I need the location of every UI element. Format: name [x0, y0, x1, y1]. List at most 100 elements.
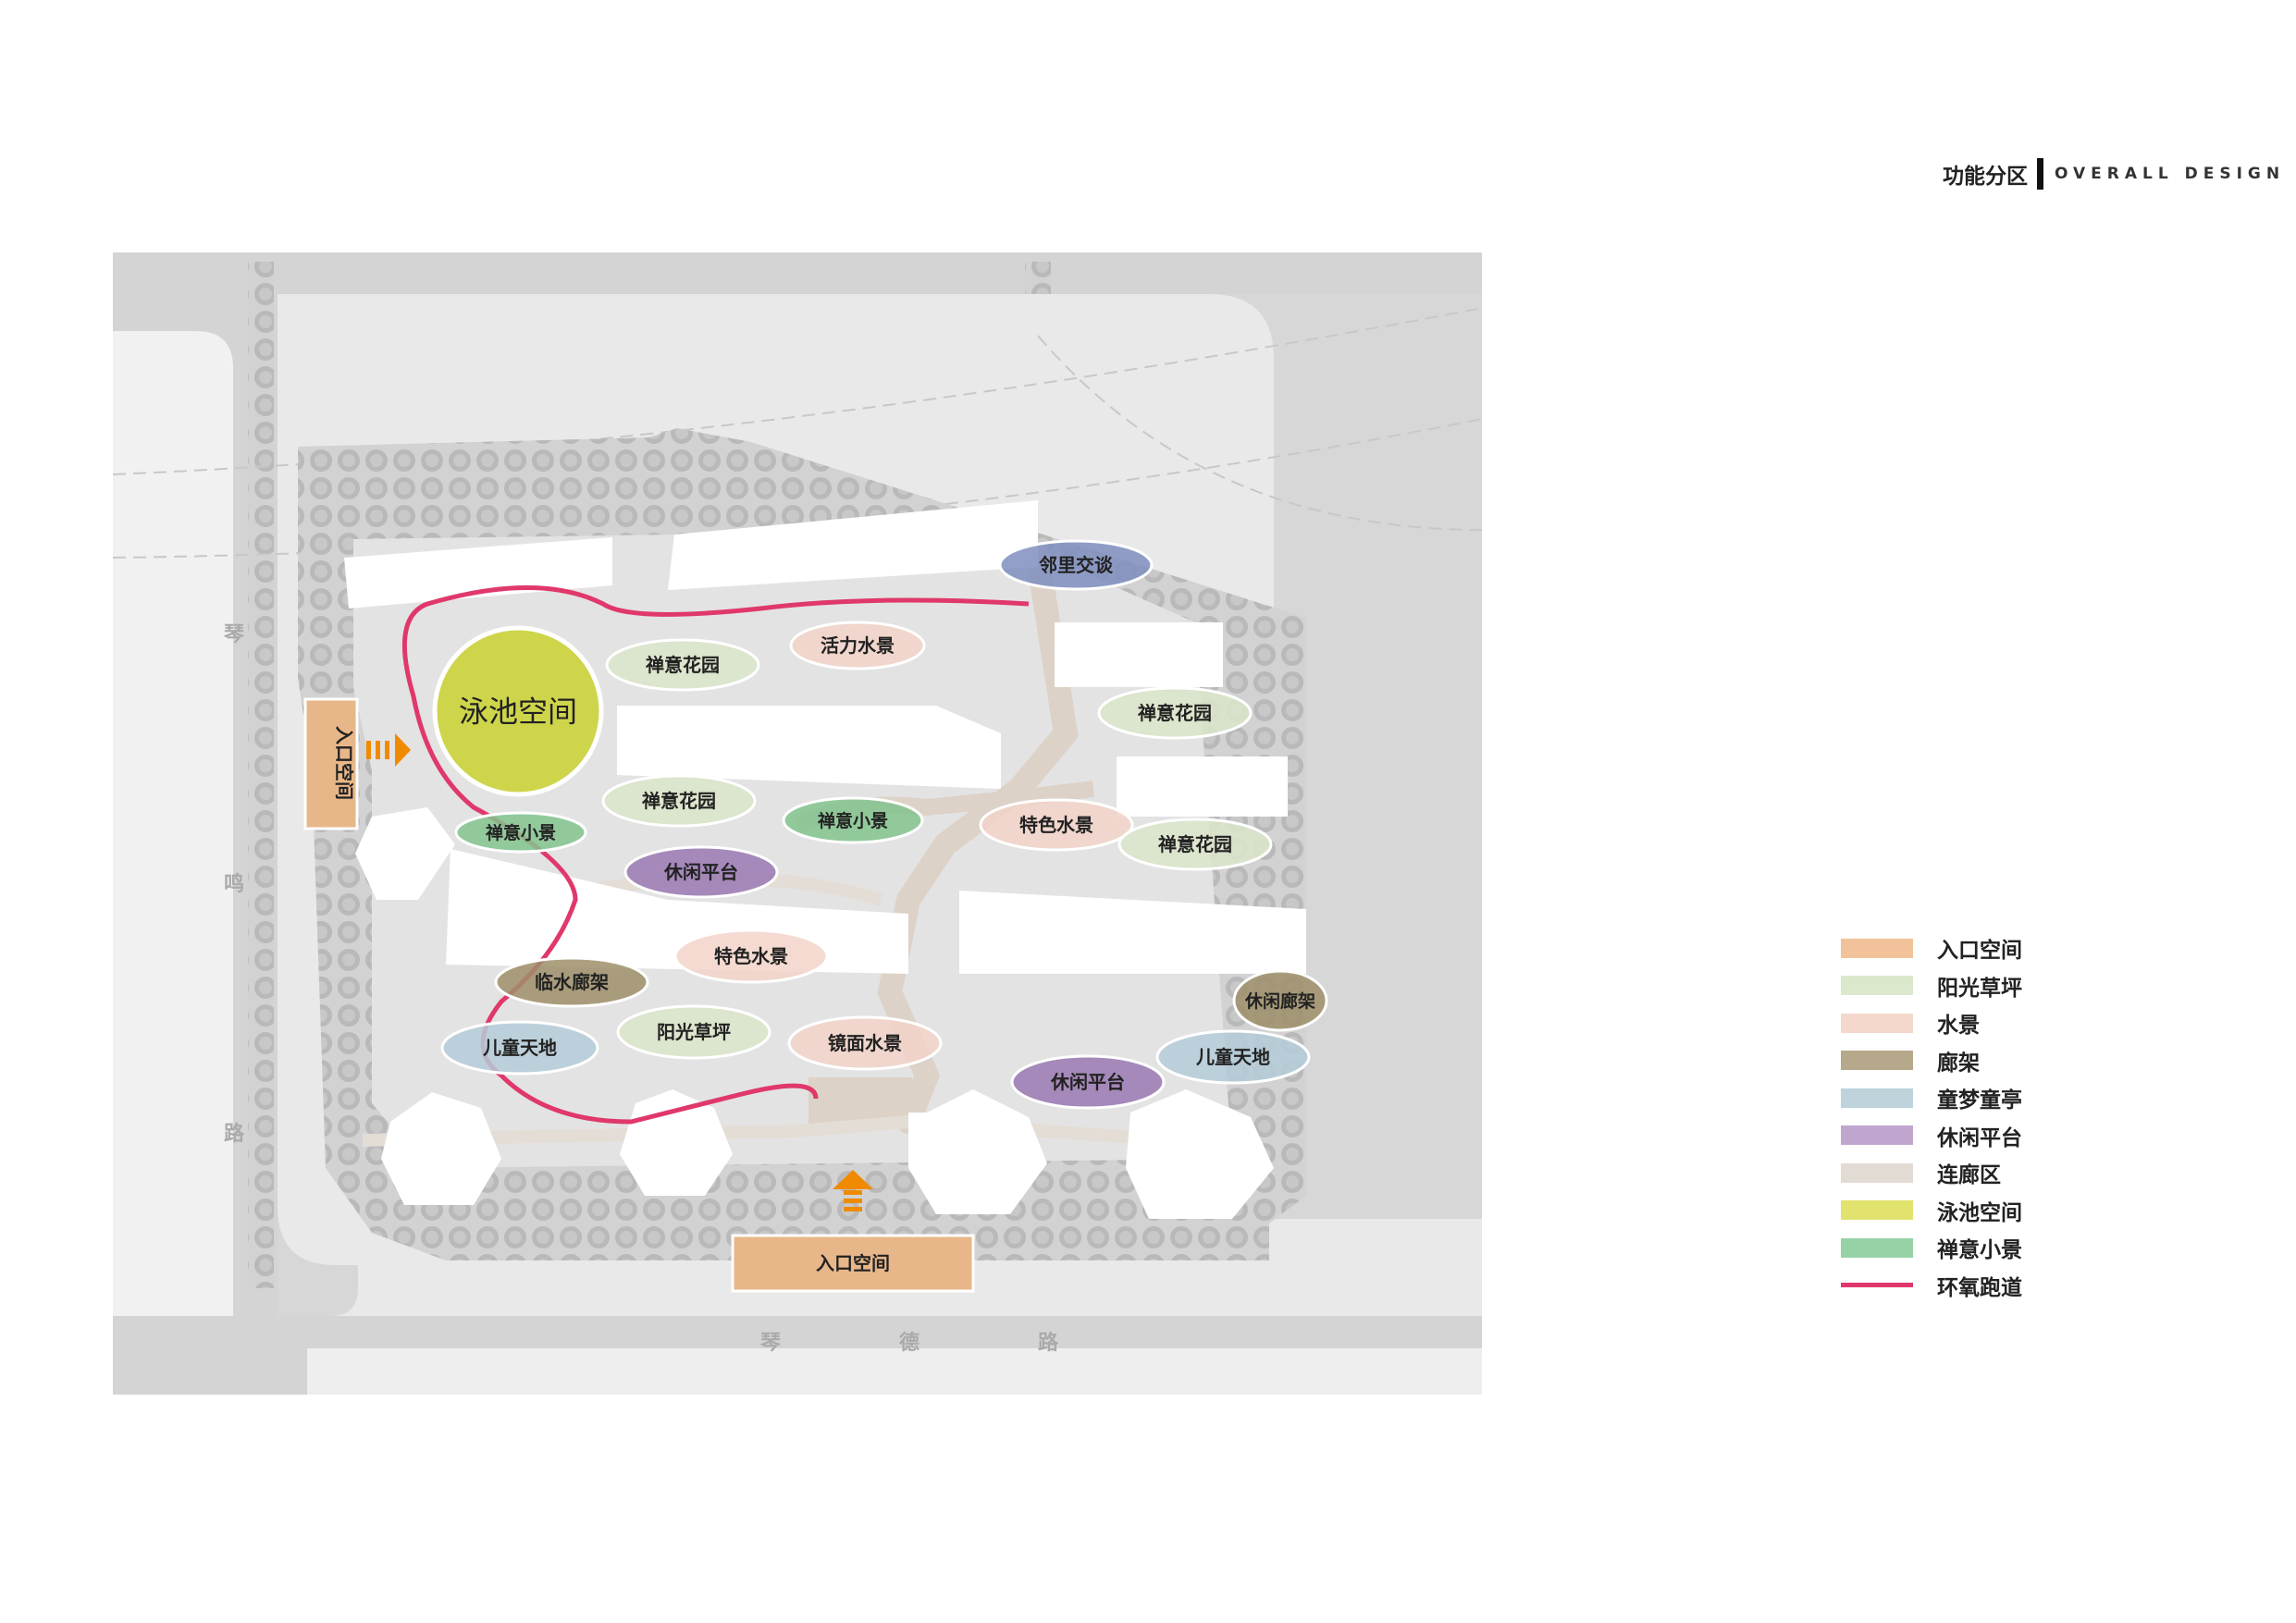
zone-label: 禅意花园: [641, 790, 716, 812]
south-road-label: 琴德路: [760, 1331, 1059, 1355]
legend-swatch: [1841, 1051, 1913, 1071]
zone-bubble: [494, 956, 649, 1008]
zone-pergola: 临水廊架: [494, 956, 649, 1008]
zone-label: 活力水景: [821, 634, 895, 657]
page-header: 功能分区 OVERALL DESIGN: [1943, 155, 2285, 192]
zone-bubble: [616, 1004, 772, 1060]
legend: 入口空间阳光草坪水景廊架童梦童亭休闲平台连廊区泳池空间禅意小景环氧跑道: [1841, 929, 2022, 1304]
zone-label: 禅意小景: [485, 822, 556, 843]
legend-label: 连廊区: [1937, 1163, 2001, 1188]
west-parcel: [113, 331, 233, 1316]
zone-label: 禅意花园: [1157, 833, 1232, 855]
legend-item: 禅意小景: [1841, 1229, 2022, 1267]
legend-item: 环氧跑道: [1841, 1267, 2022, 1305]
zone-lawn: 禅意花园: [1117, 818, 1273, 871]
zone-bubble: [605, 638, 760, 692]
zone-label: 阳光草坪: [657, 1021, 731, 1043]
zone-bubble: [998, 539, 1154, 591]
header-title-en: OVERALL DESIGN: [2055, 165, 2286, 183]
zone-label: 禅意小景: [817, 810, 888, 831]
zone-lawn: 禅意花园: [1097, 686, 1253, 740]
zone-labels-layer: 泳池空间邻里交谈禅意花园活力水景禅意花园禅意花园禅意小景禅意小景特色水景禅意花园…: [432, 539, 1328, 1110]
zone-bubble: [979, 798, 1134, 852]
zone-label: 禅意花园: [645, 654, 720, 676]
entrance-label: 入口空间: [816, 1252, 890, 1274]
zone-water: 特色水景: [673, 928, 829, 984]
zone-label: 特色水景: [714, 945, 788, 967]
zone-bubble: [432, 625, 604, 797]
legend-swatch: [1841, 1283, 1913, 1288]
zone-platform: 休闲平台: [1010, 1054, 1166, 1110]
zone-platform: 休闲平台: [623, 845, 779, 899]
entrance-label: 入口空间: [333, 726, 355, 800]
zone-bubble: [673, 928, 829, 984]
legend-swatch: [1841, 976, 1913, 996]
legend-swatch: [1841, 1237, 1913, 1258]
legend-item: 连廊区: [1841, 1154, 2022, 1192]
zone-pergola: 休闲廊架: [1232, 969, 1328, 1032]
zone-bubble: [601, 774, 757, 828]
header-divider: [2037, 158, 2043, 190]
legend-swatch: [1841, 1088, 1913, 1108]
zone-bubble: [454, 811, 587, 854]
legend-item: 水景: [1841, 1004, 2022, 1042]
zone-bubble: [782, 796, 924, 844]
zone-water: 活力水景: [789, 621, 926, 670]
south-parcel: [307, 1348, 1482, 1395]
legend-label: 泳池空间: [1937, 1200, 2022, 1225]
zone-pool: 泳池空间: [432, 625, 604, 797]
zone-bubble: [1117, 818, 1273, 871]
zone-water: 镜面水景: [787, 1015, 943, 1071]
zone-label: 特色水景: [1019, 814, 1093, 836]
west-road-label: 琴鸣路: [224, 623, 245, 1146]
buildings: [344, 500, 1306, 1219]
entrance-west: 入口空间: [303, 697, 411, 830]
plaza: [809, 1077, 912, 1124]
legend-label: 廊架: [1937, 1051, 1980, 1076]
legend-item: 泳池空间: [1841, 1192, 2022, 1230]
legend-swatch: [1841, 1125, 1913, 1146]
zone-lawn: 禅意花园: [605, 638, 760, 692]
legend-label: 环氧跑道: [1937, 1275, 2022, 1300]
legend-item: 入口空间: [1841, 929, 2022, 967]
zone-kids: 儿童天地: [440, 1020, 599, 1076]
epoxy-running-track: [401, 585, 1030, 1125]
legend-swatch: [1841, 1162, 1913, 1183]
legend-label: 水景: [1937, 1014, 1980, 1039]
zone-label: 泳池空间: [459, 695, 577, 730]
zone-bubble: [789, 621, 926, 670]
legend-item: 廊架: [1841, 1042, 2022, 1080]
zone-bubble: [1010, 1054, 1166, 1110]
zone-label: 儿童天地: [1195, 1046, 1270, 1068]
zone-bubble: [1097, 686, 1253, 740]
legend-label: 禅意小景: [1937, 1238, 2022, 1263]
zone-label: 休闲廊架: [1244, 990, 1315, 1012]
zone-label: 临水廊架: [535, 971, 609, 993]
zone-bubble: [440, 1020, 599, 1076]
site-plan-diagram: 琴鸣路 琴德路 泳池空间邻里交谈禅意花园活力水景禅意花园禅意花园禅意小景禅意小景…: [113, 252, 1482, 1395]
legend-item: 阳光草坪: [1841, 967, 2022, 1005]
entrance-arrow: [395, 733, 411, 767]
dashed-line: [1037, 335, 1482, 531]
zone-zen: 禅意小景: [454, 811, 587, 854]
zone-lawn: 阳光草坪: [616, 1004, 772, 1060]
legend-label: 入口空间: [1937, 939, 2022, 964]
zone-label: 镜面水景: [828, 1032, 902, 1054]
entrance-arrow: [833, 1170, 873, 1189]
zone-bubble: [787, 1015, 943, 1071]
zone-kids: 儿童天地: [1155, 1029, 1311, 1085]
legend-swatch: [1841, 1200, 1913, 1221]
zone-bubble: [623, 845, 779, 899]
street-trees: [248, 262, 1051, 1288]
zone-label: 禅意花园: [1137, 702, 1212, 724]
south-walkway: [362, 1114, 1178, 1147]
zone-water: 特色水景: [979, 798, 1134, 852]
zone-label: 休闲平台: [1050, 1071, 1125, 1093]
zone-bubble: [1155, 1029, 1311, 1085]
legend-item: 休闲平台: [1841, 1117, 2022, 1155]
legend-label: 休闲平台: [1937, 1125, 2022, 1150]
zone-bubble: [1232, 969, 1328, 1032]
legend-label: 阳光草坪: [1937, 976, 2022, 1001]
legend-swatch: [1841, 1013, 1913, 1033]
